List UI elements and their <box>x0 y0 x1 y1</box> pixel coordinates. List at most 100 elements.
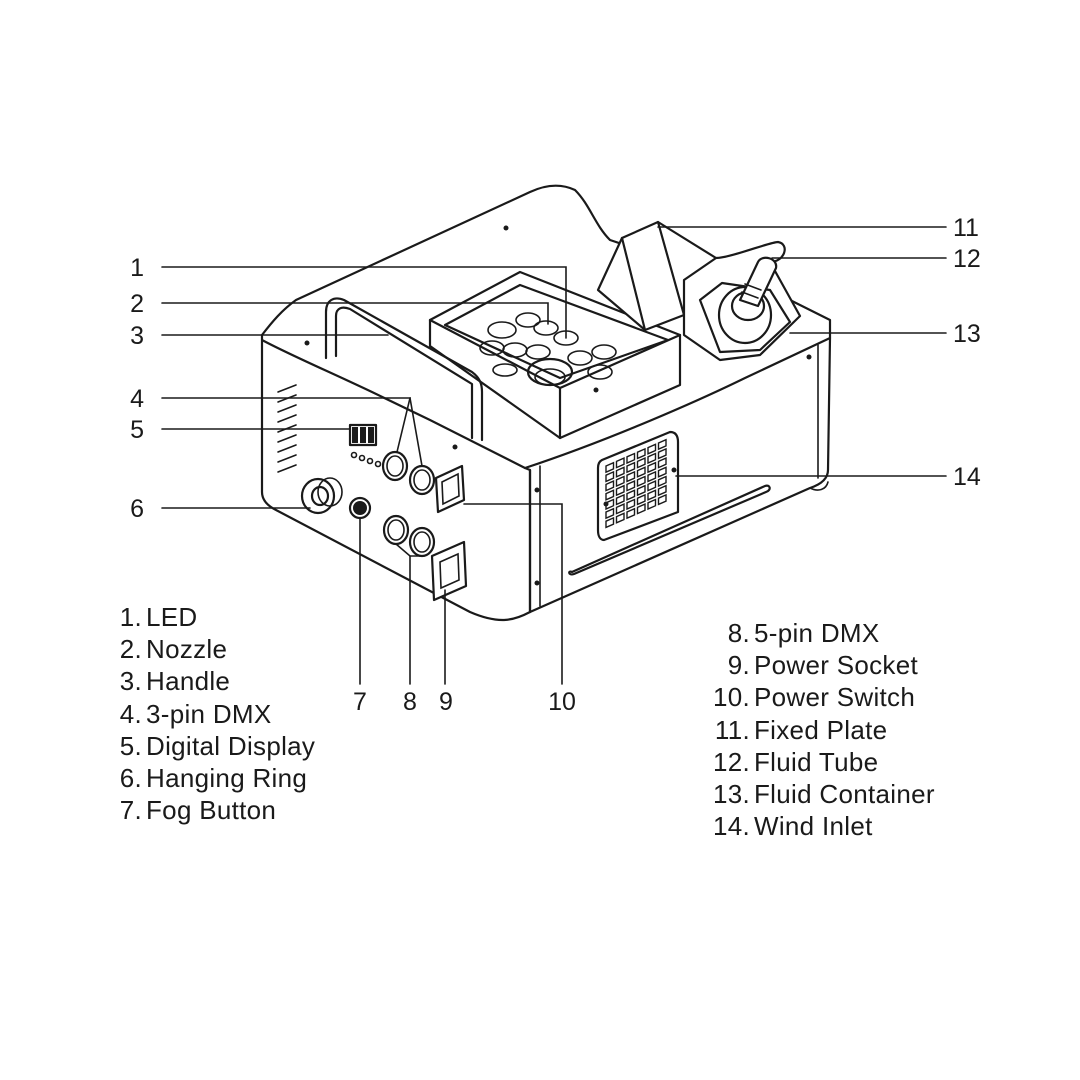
leader-1 <box>161 266 567 339</box>
grille-cell <box>615 466 625 478</box>
legend-item: 3.Handle <box>112 665 315 697</box>
front-panel <box>300 423 468 602</box>
grille-cell <box>636 447 646 460</box>
legend-label: Fixed Plate <box>754 714 888 745</box>
grille-cell <box>605 507 615 520</box>
wind-inlet-grille <box>568 430 771 576</box>
grille-cell <box>657 447 667 460</box>
callout-11: 11 <box>953 214 979 242</box>
leader-lines <box>161 226 947 685</box>
grille-cell <box>657 493 667 506</box>
legend-number: 6. <box>119 763 142 794</box>
grille-cell <box>647 461 657 474</box>
legend-label: Power Switch <box>754 682 916 713</box>
legend-item: 4.3-pin DMX <box>112 698 315 730</box>
legend-label: Nozzle <box>146 634 228 665</box>
legend-label: LED <box>146 602 198 632</box>
legend-number: 8. <box>727 618 750 648</box>
legend-number: 5. <box>119 730 142 761</box>
callout-14: 14 <box>953 463 981 491</box>
grille-cell <box>615 503 625 515</box>
grille-cell <box>605 516 615 529</box>
legend-item: 9.Power Socket <box>704 649 935 681</box>
legend-number: 3. <box>119 666 142 697</box>
legend-label: Digital Display <box>146 730 316 761</box>
leader-2 <box>161 302 549 325</box>
grille-cell <box>636 484 646 497</box>
grille-cell <box>636 466 646 478</box>
grille-cell <box>636 503 646 515</box>
grille-cell <box>626 507 636 520</box>
grille-cell <box>657 457 667 469</box>
legend-item: 10.Power Switch <box>704 681 935 713</box>
grille-cell <box>657 475 667 488</box>
legend-number: 9. <box>727 650 750 681</box>
grille-cell <box>615 484 625 497</box>
legend-item: 13.Fluid Container <box>704 778 935 810</box>
callout-5: 5 <box>130 416 144 444</box>
legend-item: 1.LED <box>112 601 315 633</box>
leader-10 <box>463 503 563 685</box>
legend-item: 5.Digital Display <box>112 730 315 762</box>
callout-10: 10 <box>548 688 576 716</box>
callout-1: 1 <box>130 254 144 282</box>
legend-label: Handle <box>146 666 231 697</box>
grille-cell <box>647 452 657 465</box>
legend-item: 2.Nozzle <box>112 633 315 665</box>
callout-12: 12 <box>953 245 981 273</box>
grille-cell <box>615 512 625 524</box>
grille-cell <box>647 470 657 483</box>
legend-number: 1. <box>119 602 142 632</box>
callout-9: 9 <box>439 688 453 716</box>
grille-cell <box>657 466 667 478</box>
legend-label: Fluid Tube <box>754 746 879 777</box>
grille-cell <box>626 452 636 465</box>
grille-cell <box>647 498 657 511</box>
led-box <box>428 270 682 440</box>
grille-cell <box>626 498 636 511</box>
grille-cell <box>626 470 636 483</box>
grille-cell <box>626 461 636 474</box>
legend-label: 5-pin DMX <box>754 618 880 648</box>
callout-7: 7 <box>353 688 367 716</box>
grille-cell <box>626 489 636 501</box>
legend-number: 12. <box>712 746 750 777</box>
legend-left: 1.LED 2.Nozzle 3.Handle 4.3-pin DMX 5.Di… <box>112 601 315 826</box>
callout-8: 8 <box>403 688 417 716</box>
grille-cell <box>605 470 615 483</box>
legend-number: 11. <box>714 714 750 745</box>
callout-numbers: 1 2 3 4 5 6 7 8 9 10 11 12 13 14 <box>130 214 981 716</box>
legend-label: Wind Inlet <box>754 811 873 842</box>
legend-item: 7.Fog Button <box>112 794 315 826</box>
grille-cell <box>647 443 657 455</box>
legend-label: Fog Button <box>146 795 277 826</box>
grille-cell <box>615 457 625 469</box>
legend-label: Fluid Container <box>754 779 935 810</box>
legend-item: 14.Wind Inlet <box>704 810 935 842</box>
callout-2: 2 <box>130 290 144 318</box>
legend-item: 12.Fluid Tube <box>704 746 935 778</box>
grille-cell <box>636 493 646 506</box>
grille-cell <box>657 438 667 451</box>
legend-label: Power Socket <box>754 650 919 681</box>
grille-cell <box>657 484 667 497</box>
grille-cell <box>636 457 646 469</box>
handle <box>324 297 484 442</box>
legend-item: 8.5-pin DMX <box>704 617 935 649</box>
legend-number: 7. <box>119 795 142 826</box>
callout-6: 6 <box>130 495 144 523</box>
leader-4b <box>409 397 423 467</box>
callout-3: 3 <box>130 322 144 350</box>
legend-number: 14. <box>712 811 750 842</box>
legend-number: 13. <box>712 779 750 810</box>
grille-cell <box>605 498 615 511</box>
grille-cell <box>647 480 657 492</box>
legend-number: 4. <box>119 698 142 729</box>
grille-cell <box>615 493 625 506</box>
machine-body <box>260 184 832 622</box>
legend-item: 11.Fixed Plate <box>704 714 935 746</box>
grille-cell <box>605 480 615 492</box>
legend-number: 2. <box>119 634 142 665</box>
legend-right: 8.5-pin DMX 9.Power Socket 10.Power Swit… <box>704 617 935 842</box>
